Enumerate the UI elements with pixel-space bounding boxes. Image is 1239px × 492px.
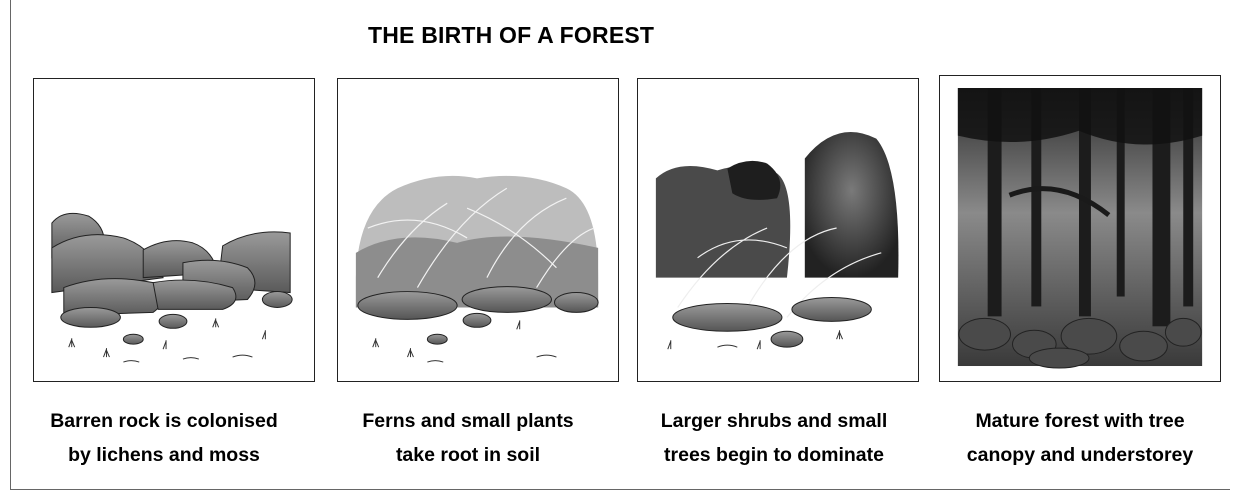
stage-4-caption-line2: canopy and understorey (930, 438, 1230, 472)
stage-1-caption-line2: by lichens and moss (14, 438, 314, 472)
stage-2-illustration (337, 78, 619, 382)
stage-3-caption-line2: trees begin to dominate (624, 438, 924, 472)
rock-group (673, 298, 872, 348)
stage-1-caption-line1: Barren rock is colonised (14, 404, 314, 438)
shrub-mass (656, 132, 899, 278)
stage-1-caption: Barren rock is colonised by lichens and … (14, 404, 314, 472)
rock-group (52, 213, 292, 344)
grass-tufts (668, 330, 843, 349)
stage-4-caption: Mature forest with tree canopy and under… (930, 404, 1230, 472)
stage-3-caption: Larger shrubs and small trees begin to d… (624, 404, 924, 472)
stage-4-caption-line1: Mature forest with tree (930, 404, 1230, 438)
stage-2-caption-line1: Ferns and small plants (318, 404, 618, 438)
stage-1-illustration (33, 78, 315, 382)
stage-2-caption: Ferns and small plants take root in soil (318, 404, 618, 472)
grass-tufts (373, 320, 557, 362)
stage-3-illustration (637, 78, 919, 382)
stage-3-caption-line1: Larger shrubs and small (624, 404, 924, 438)
stage-2-caption-line2: take root in soil (318, 438, 618, 472)
fern-mass (356, 176, 598, 308)
rock-group (358, 287, 598, 345)
stage-4-photo (939, 75, 1221, 382)
figure-title: THE BIRTH OF A FOREST (368, 22, 654, 49)
